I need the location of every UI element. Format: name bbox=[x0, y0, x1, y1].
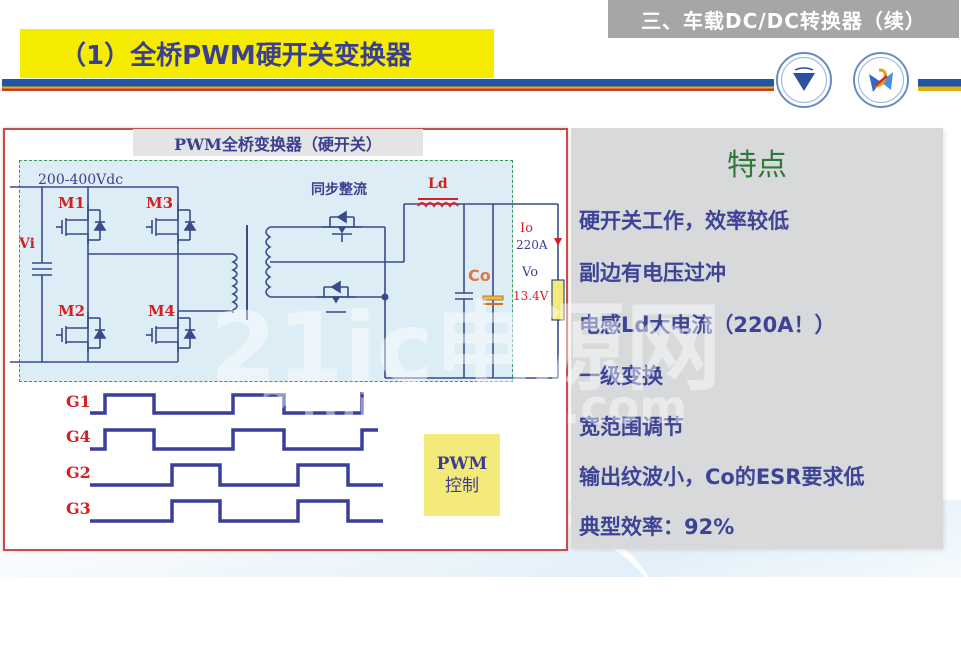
gate-g4-label: G4 bbox=[66, 427, 91, 446]
gate-g2-label: G2 bbox=[66, 463, 91, 482]
slide-title: （1）全桥PWM硬开关变换器 bbox=[20, 29, 494, 78]
switch-m4-label: M4 bbox=[148, 302, 176, 320]
feature-item: 硬开关工作，效率较低 bbox=[579, 209, 789, 233]
university-logo-1 bbox=[776, 52, 832, 108]
output-current-label: Io bbox=[520, 221, 533, 236]
features-title: 特点 bbox=[727, 148, 787, 183]
switch-m3-label: M3 bbox=[146, 194, 174, 212]
input-voltage-label: 200-400Vdc bbox=[38, 172, 124, 188]
wings-emblem-icon bbox=[869, 68, 893, 92]
switch-m1-label: M1 bbox=[58, 194, 86, 212]
feature-item: 宽范围调节 bbox=[579, 415, 684, 439]
capacitor-label: Co bbox=[468, 266, 491, 285]
header-rule-left bbox=[2, 79, 774, 91]
pwm-control-box: PWM 控制 bbox=[424, 434, 500, 516]
output-current-value: 220A bbox=[516, 238, 548, 252]
inductor-label: Ld bbox=[428, 176, 448, 192]
output-voltage-label: Vo bbox=[522, 265, 539, 280]
switch-m2-label: M2 bbox=[58, 302, 86, 320]
feature-item: 一级变换 bbox=[579, 364, 663, 388]
pwm-control-line2: 控制 bbox=[445, 476, 479, 496]
feature-item: 副边有电压过冲 bbox=[579, 261, 726, 285]
diagram-caption: PWM全桥变换器（硬开关） bbox=[133, 129, 423, 156]
gate-g1-label: G1 bbox=[66, 392, 91, 411]
full-bridge-circuit-schematic bbox=[10, 186, 565, 523]
section-title-tab: 三、车载DC/DC转换器（续） bbox=[608, 0, 959, 38]
pwm-control-line1: PWM bbox=[436, 454, 488, 474]
university-logo-2 bbox=[853, 52, 909, 108]
feature-item: 典型效率：92% bbox=[579, 515, 735, 539]
output-voltage-value: 13.4V bbox=[513, 289, 549, 303]
source-label: Vi bbox=[19, 236, 35, 252]
feature-item: 电感Ld大电流（220A！） bbox=[579, 313, 836, 337]
header-rule-right bbox=[918, 79, 961, 91]
feature-item: 输出纹波小，Co的ESR要求低 bbox=[579, 465, 865, 489]
sync-rectifier-label: 同步整流 bbox=[311, 182, 367, 198]
features-panel: 特点 硬开关工作，效率较低 副边有电压过冲 电感Ld大电流（220A！） 一级变… bbox=[571, 128, 943, 549]
shield-emblem-icon bbox=[793, 67, 815, 91]
gate-g3-label: G3 bbox=[66, 499, 91, 518]
